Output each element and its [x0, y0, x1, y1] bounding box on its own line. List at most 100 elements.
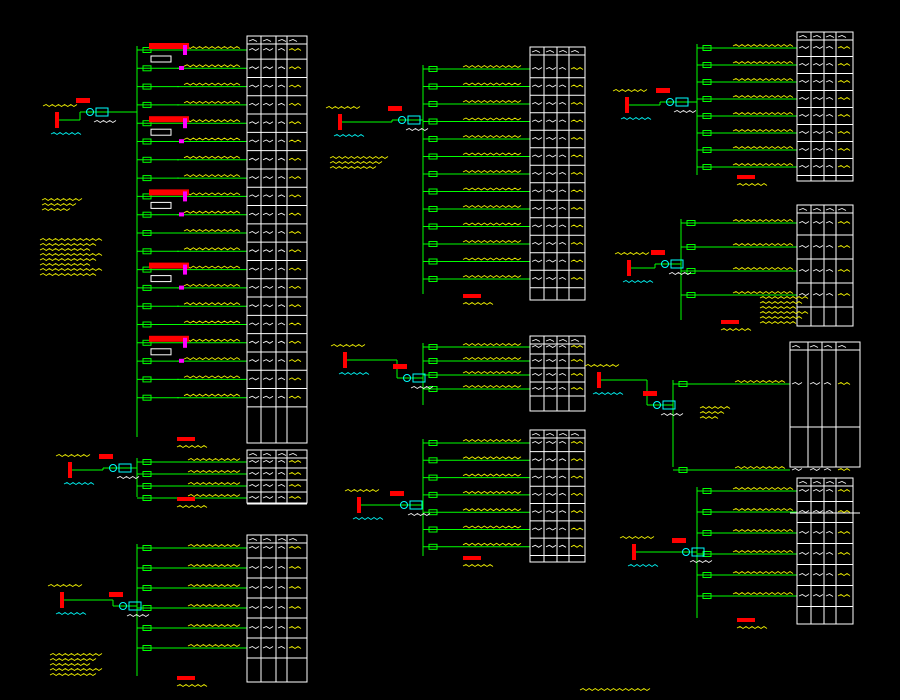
panel-8-feeder-4-description-stroke [732, 290, 794, 295]
panel-10-feeder-2-breaker [702, 509, 712, 515]
note-block-right-middle-line-1 [759, 300, 803, 305]
panel-10-meter-label [627, 563, 659, 568]
panel-8-feeder-3-cell-cable-stroke [825, 268, 834, 272]
panel-8-feeder-3-cell-phase [812, 268, 824, 273]
panel-7-meter-label-stroke [620, 116, 652, 121]
panel-2-feeder-3-cell-load [248, 483, 260, 488]
panel-10-feeder-5-cell-use [837, 572, 851, 577]
note-block-right-lower-line-0-stroke [699, 405, 731, 410]
panel-4-feeder-3-breaker [428, 101, 438, 107]
note-block-left-middle-line-5-stroke [39, 262, 91, 267]
panel-7-feeder-5-breaker [702, 113, 712, 119]
note-block-center-upper-line-0-stroke [329, 155, 389, 160]
panel-4-feeder-7-cell-phase [545, 171, 557, 176]
panel-1-feeder-18-cell-phase [262, 359, 274, 363]
panel-1-table [246, 35, 308, 444]
panel-10-feeder-2-cell-cable [825, 509, 834, 513]
panel-3-feeder-2-description [187, 563, 241, 568]
panel-3-feeder-3-cell-cable-stroke [277, 585, 286, 589]
panel-6-feeder-4-cell-cable [558, 492, 567, 496]
note-block-right-middle-line-5-stroke [759, 320, 797, 325]
panel-4-feeder-7-cell-use [570, 171, 584, 176]
panel-6-spare-note-stroke [462, 563, 494, 568]
panel-4-header-cell-2 [558, 50, 568, 53]
panel-6-feeder-2-cell-cable [558, 458, 567, 462]
panel-1-feeder-6-description [183, 137, 241, 141]
panel-4-spare-breaker [463, 294, 481, 298]
panel-5-feeder-3-cell-phase-stroke [545, 372, 557, 377]
panel-10-feeder-6-cell-phase [812, 593, 824, 598]
panel-1-feeder-12-description [183, 247, 241, 251]
panel-4-feeder-10-cell-use-stroke [570, 224, 584, 228]
panel-2-feeder-4-cell-phase [262, 495, 274, 500]
panel-5-feeder-4-cell-load-stroke [531, 386, 543, 391]
panel-2-header-cell-0-stroke [248, 453, 258, 456]
panel-6-feeder-3-cell-load-stroke [531, 475, 543, 479]
panel-1-feeder-2-cell-cable [277, 66, 286, 70]
panel-4-feeder-9-breaker [428, 206, 438, 212]
panel-4-feeder-3-cell-phase-stroke [545, 101, 557, 106]
panel-1-feeder-1-cell-cable [277, 47, 286, 51]
panel-10-feeder-1-cell-use-stroke [837, 488, 851, 493]
panel-5-feeder-4-cell-use [570, 386, 584, 391]
panel-3-feeder-3-breaker [142, 585, 152, 591]
panel-8-feeder-4-cell-cable [825, 292, 834, 296]
panel-1-feeder-19-description-stroke [183, 375, 241, 379]
panel-8-feeder-4-cell-phase [812, 292, 824, 297]
panel-1-feeder-2-cell-phase-stroke [262, 66, 274, 70]
panel-4-feeder-13-cell-phase-stroke [545, 276, 557, 281]
panel-10-feeder-5-cell-load-stroke [798, 572, 810, 577]
panel-1-feeder-17-cell-phase [262, 340, 274, 344]
panel-3-feeder-5-cell-phase [262, 625, 274, 630]
panel-9-main-breaker-tag [643, 391, 657, 396]
panel-1-feeder-3-cell-load-stroke [248, 84, 260, 88]
panel-10-source-label-stroke [619, 535, 655, 540]
panel-9-feeder-2-breaker [678, 467, 688, 473]
panel-2-cable-label-stroke [116, 475, 140, 480]
panel-1-feeder-12-cell-load [248, 249, 260, 253]
panel-10-feeder-2-cell-phase [812, 509, 824, 514]
panel-3-feeder-2-cell-phase-stroke [262, 565, 274, 570]
note-block-left-middle-line-5 [39, 262, 91, 267]
panel-7-feeder-8-cell-load [798, 164, 810, 169]
panel-4-source-label-stroke [325, 105, 361, 110]
panel-5-feeder-3-cell-cable-stroke [558, 372, 567, 376]
panel-6-table [529, 429, 586, 563]
panel-7-feeder-3-cell-use [837, 79, 851, 84]
panel-4-feeder-12-cell-use-stroke [570, 259, 584, 263]
panel-1-feeder-2-cell-phase [262, 66, 274, 70]
panel-1-feeder-17-cell-load [248, 340, 260, 344]
panel-7-feeder-7-cell-phase [812, 147, 824, 152]
panel-2-feeder-1-cell-use-stroke [288, 459, 302, 464]
panel-10-main-isolator [632, 544, 636, 560]
panel-6-feeder-6-cell-phase [545, 527, 557, 531]
panel-1-feeder-11-cell-cable-stroke [277, 230, 286, 234]
panel-5-feeder-2-cell-load-stroke [531, 358, 543, 363]
panel-6-feeder-6-breaker [428, 526, 438, 533]
panel-8-feeder-2-cell-use [837, 244, 851, 249]
panel-4-feeder-8-cell-cable [558, 189, 567, 193]
panel-10-feeder-1-cell-cable-stroke [825, 488, 834, 492]
panel-3-feeder-6-cell-load-stroke [248, 645, 260, 650]
panel-10-feeder-3-cell-cable-stroke [825, 530, 834, 534]
panel-7-feeder-6-breaker [702, 130, 712, 136]
panel-5-feeder-1-cell-cable [558, 344, 567, 348]
panel-1-group-box-3 [150, 275, 172, 283]
note-block-center-upper-line-0 [329, 155, 389, 160]
panel-8-cable-label-stroke [668, 271, 692, 276]
panel-7-feeder-4-cell-cable-stroke [825, 96, 834, 100]
panel-5-feeder-2-description-stroke [462, 356, 522, 361]
panel-1-feeder-13-cell-phase [262, 267, 274, 271]
panel-6-feeder-7-cell-use-stroke [570, 544, 584, 548]
note-block-left-upper-line-2-stroke [41, 207, 71, 212]
panel-10-feeder-6-cell-cable [825, 593, 834, 597]
panel-4-feeder-4-cell-load-stroke [531, 119, 543, 123]
panel-3-feeder-6-description [187, 643, 241, 648]
panel-4-feeder-6-description-stroke [462, 152, 522, 156]
panel-5-feeder-3-cell-use-stroke [570, 372, 584, 377]
panel-1-feeder-6-cell-load [248, 139, 260, 143]
panel-7-feeder-7-cell-load [798, 147, 810, 152]
panel-9-feeder-1-description-stroke [734, 379, 786, 384]
panel-4-feeder-1-description [462, 64, 522, 69]
panel-4-feeder-6-cell-use [570, 154, 584, 158]
